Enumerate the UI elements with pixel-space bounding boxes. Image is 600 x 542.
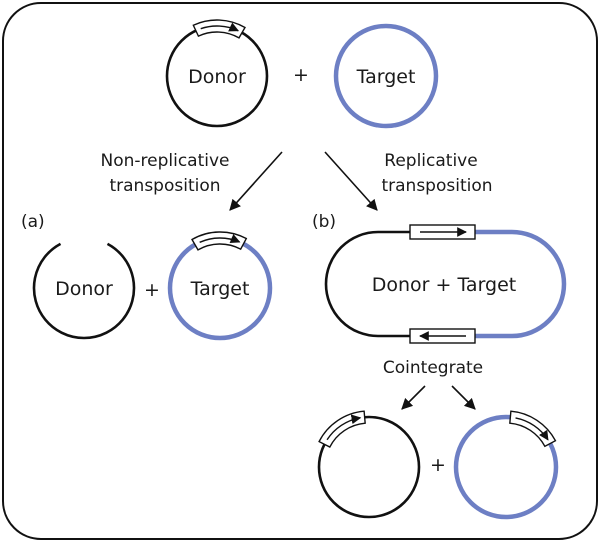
transposon-arrow-icon — [326, 414, 362, 441]
panel-a-target-plasmid: Target — [167, 231, 273, 341]
replicative-label-line2: transposition — [381, 176, 492, 196]
nonreplicative-label-line1: Non-replicative — [100, 151, 229, 171]
cointegrate-label: Cointegrate — [383, 358, 483, 378]
resolved-donor-plasmid — [317, 410, 421, 519]
bottom-plus-sign: + — [430, 454, 446, 476]
panel-a-donor-label: Donor — [55, 278, 113, 300]
resolved-target-circle — [453, 414, 559, 520]
target-label: Target — [356, 66, 416, 88]
resolution-arrow-right-icon — [451, 385, 476, 410]
replicative-label-line1: Replicative — [384, 151, 477, 171]
replicative-arrow-icon — [324, 151, 378, 211]
panel-a-plus-sign: + — [144, 279, 160, 301]
transposon-icon — [191, 231, 248, 251]
transposon-icon — [509, 410, 557, 448]
panel-a-donor-plasmid: Donor — [32, 242, 136, 340]
cointegrate-target-arc — [475, 229, 567, 339]
transposon-icon — [318, 410, 366, 448]
transposon-icon — [409, 224, 476, 240]
transposon-arrow-icon — [200, 22, 240, 32]
resolved-donor-circle — [317, 415, 421, 519]
panel-b-label: (b) — [312, 212, 336, 232]
resolution-arrow-left-icon — [401, 385, 426, 410]
panel-a-target-label: Target — [190, 278, 250, 300]
top-target-plasmid: Target — [333, 23, 439, 129]
panel-a-label: (a) — [21, 212, 45, 232]
transposon-icon — [409, 328, 476, 344]
transposon-arrow-icon — [199, 234, 241, 244]
nonreplicative-arrow-icon — [229, 151, 283, 211]
donor-target-label: Donor + Target — [372, 274, 517, 296]
broken-donor-circle — [32, 242, 136, 340]
nonreplicative-label-line2: transposition — [109, 176, 220, 196]
plus-sign: + — [293, 64, 309, 86]
transposon-icon — [192, 19, 246, 39]
top-donor-plasmid: Donor — [165, 19, 269, 128]
target-circle — [333, 23, 439, 129]
cointegrate-donor-arc — [324, 230, 410, 338]
donor-label: Donor — [188, 66, 246, 88]
transposon-arrow-icon — [515, 417, 549, 441]
resolved-target-plasmid — [453, 410, 559, 520]
cointegrate-plasmid: Donor + Target — [324, 224, 567, 344]
